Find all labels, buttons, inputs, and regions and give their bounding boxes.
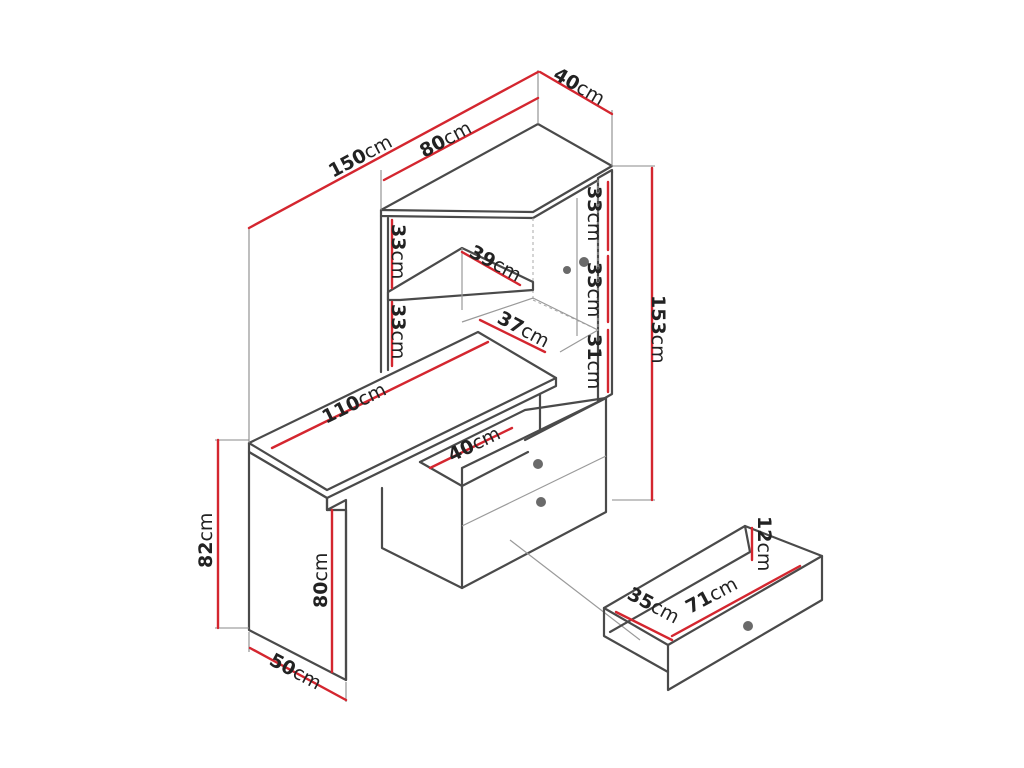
- dim-desk-length: [270, 340, 490, 450]
- dim-total-width: [247, 70, 540, 230]
- dim-shelf-upper: [460, 250, 522, 287]
- drawer-divider: [461, 455, 607, 527]
- label-leg-height: 80cm: [310, 553, 332, 608]
- dim-shelf-lower: [478, 318, 547, 354]
- shelf-unit-top-edge: [379, 170, 614, 220]
- dimension-lines: [216, 70, 802, 702]
- cabinet-opening: [418, 392, 542, 488]
- dim-top-depth: [538, 70, 614, 116]
- drawer-cabinet-top: [418, 396, 608, 464]
- detail-leader-line: [509, 539, 641, 641]
- label-top-depth: 40cm: [550, 63, 609, 110]
- label-drawer-height: 12cm: [753, 516, 775, 571]
- dim-drawer-depth: [614, 610, 674, 642]
- furniture-drawing: [247, 122, 824, 692]
- label-left-upper: 33cm: [387, 224, 409, 279]
- desk-leg-front: [325, 496, 348, 682]
- detail-drawer-knob: [743, 621, 753, 631]
- glass-door-hinge: [563, 266, 571, 274]
- label-desk-height: 82cm: [195, 513, 217, 568]
- label-top-width: 80cm: [416, 117, 475, 162]
- drawer-cabinet-front: [460, 396, 608, 590]
- glass-door-knob: [579, 257, 589, 267]
- dim-top-width: [382, 96, 540, 182]
- lower-shelf: [461, 297, 600, 353]
- label-right-top: 33cm: [583, 186, 605, 241]
- dim-drawer-length: [670, 564, 802, 638]
- dim-drawer-opening: [428, 426, 514, 470]
- dimension-labels: 150cm 80cm 40cm 153cm 33cm 33cm 33cm 33c…: [195, 63, 775, 694]
- label-right-mid: 33cm: [583, 262, 605, 317]
- bottom-drawer-knob: [536, 497, 546, 507]
- label-total-width: 150cm: [325, 131, 396, 183]
- label-total-height: 153cm: [647, 295, 669, 364]
- detail-drawer-inner: [602, 524, 824, 674]
- top-drawer-knob: [533, 459, 543, 469]
- label-left-lower: 33cm: [387, 304, 409, 359]
- dim-leg-depth: [248, 646, 348, 702]
- label-right-low: 31cm: [583, 334, 605, 389]
